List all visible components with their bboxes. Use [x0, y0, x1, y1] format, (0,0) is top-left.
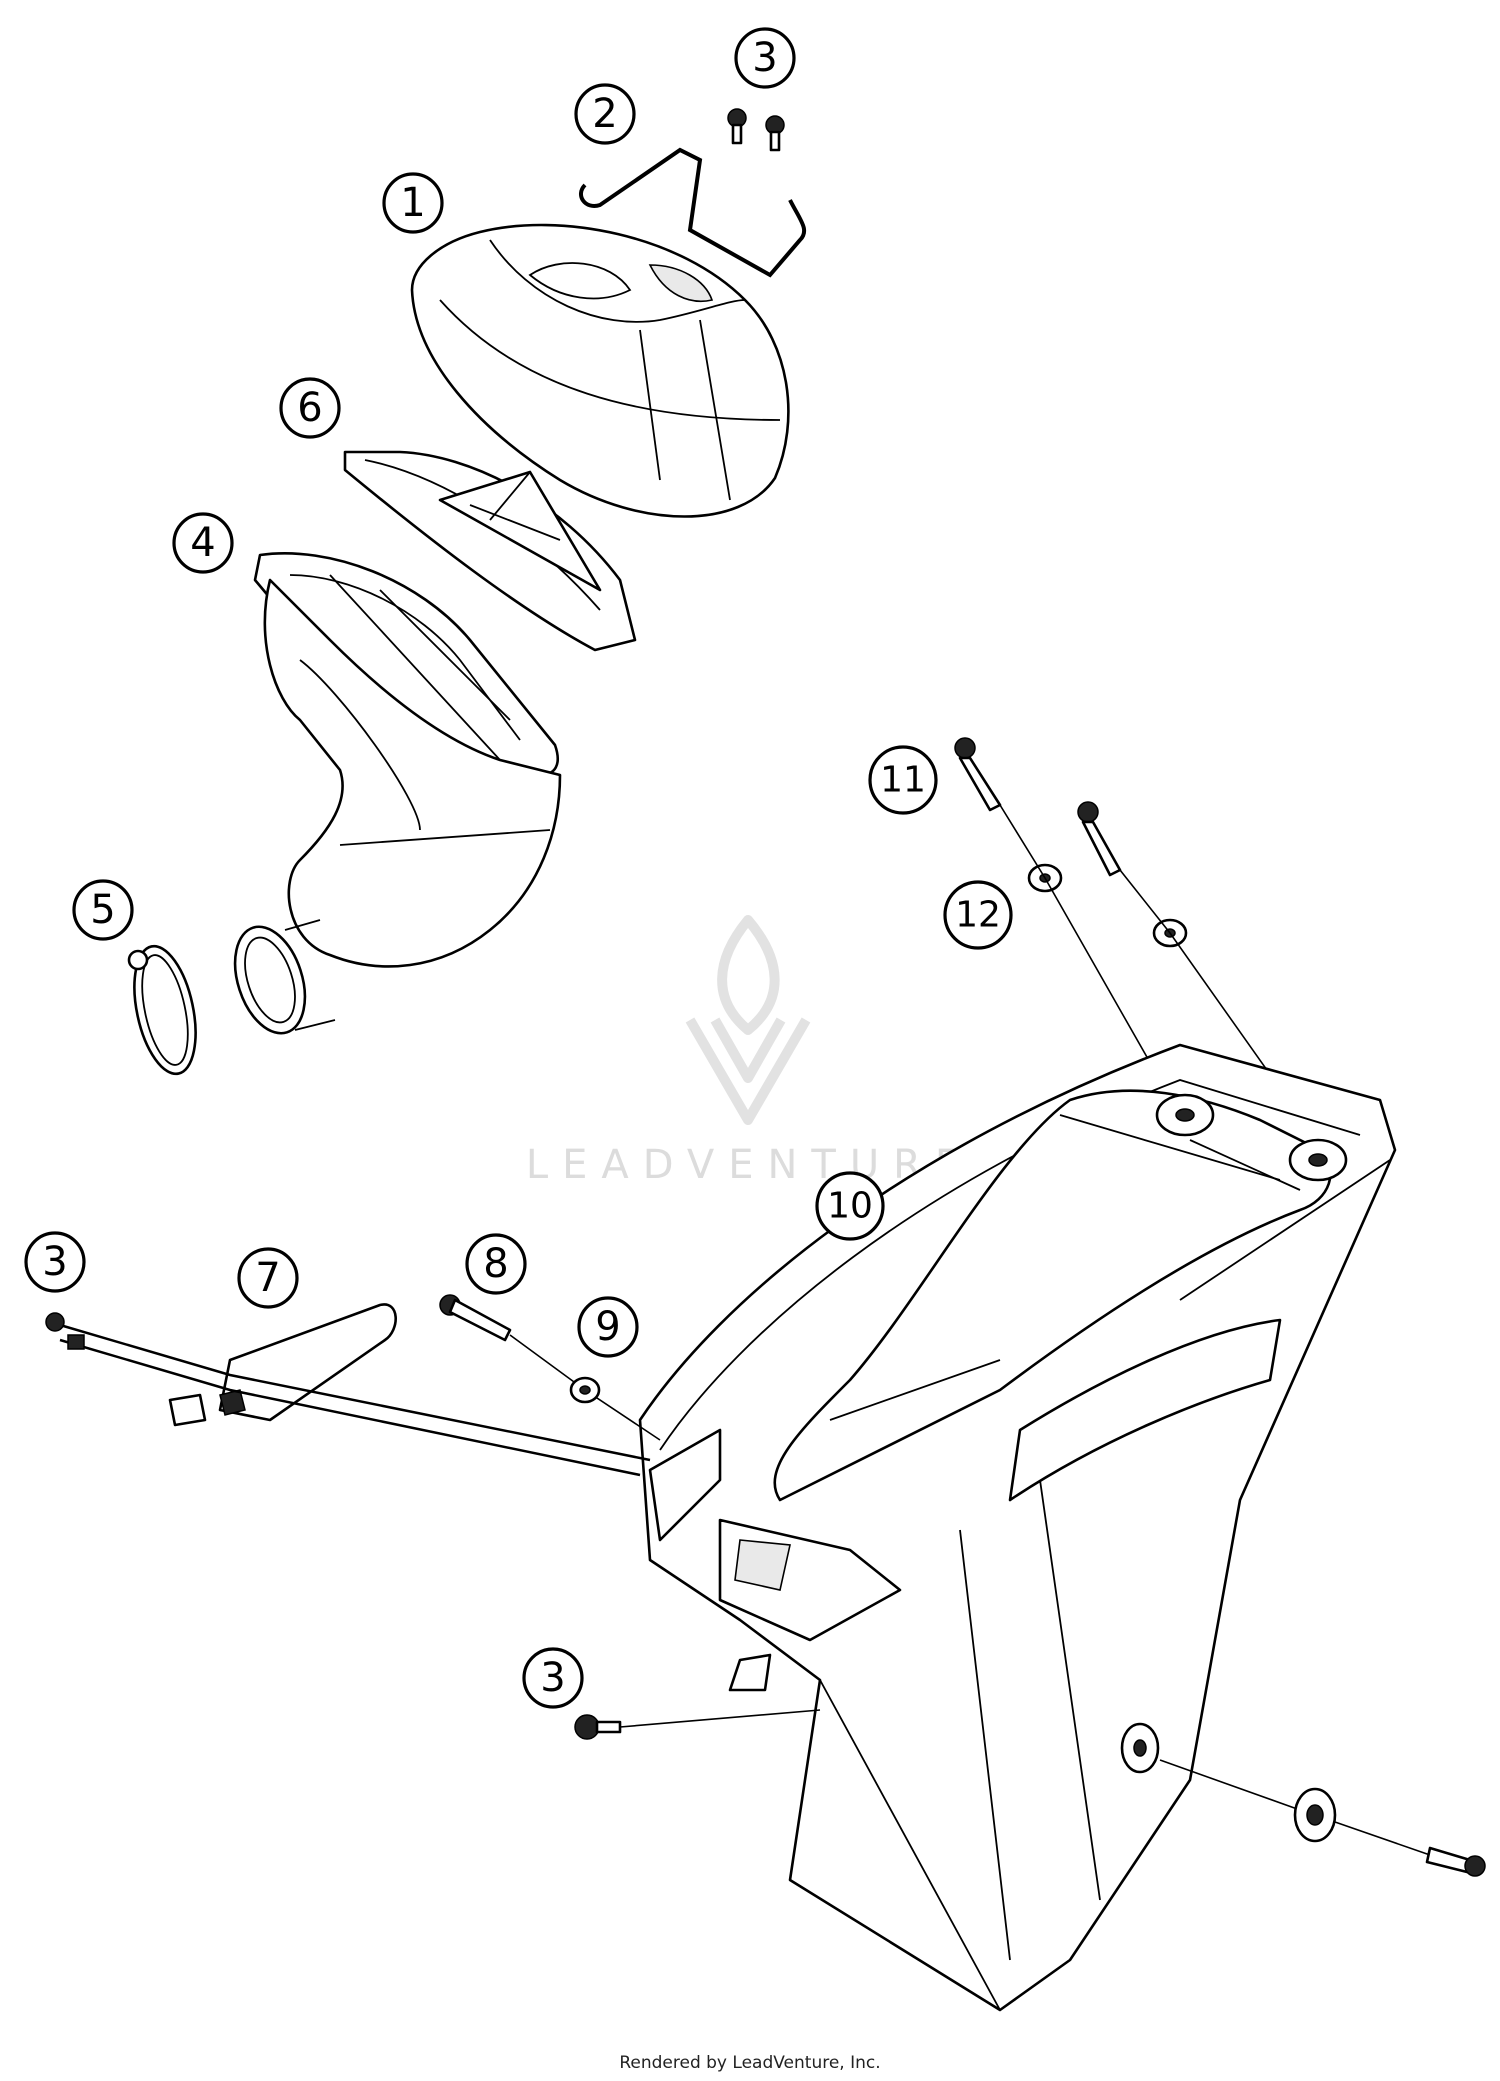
callout-label: 11: [880, 760, 926, 801]
callout-label: 2: [592, 91, 617, 137]
part-airbox-cover: [410, 223, 790, 518]
part-hose-clamp: [127, 944, 197, 1076]
callout-label: 3: [752, 35, 777, 81]
watermark: LEADVENTURE: [526, 915, 974, 1188]
callout-label: 9: [595, 1304, 620, 1350]
callout-label: 6: [297, 385, 322, 431]
callout-label: 3: [540, 1655, 565, 1701]
callout-1: 1: [382, 172, 444, 234]
callout-6: 6: [279, 377, 341, 439]
callout-label: 1: [400, 180, 425, 226]
part-screw-lower: [574, 1709, 821, 1740]
callout-5: 5: [72, 879, 134, 941]
callout-3-left: 3: [24, 1231, 86, 1293]
callout-9: 9: [577, 1296, 639, 1358]
callout-7: 7: [237, 1247, 299, 1309]
callout-label: 10: [827, 1186, 873, 1227]
part-air-filter: [253, 552, 562, 968]
callout-label: 8: [483, 1241, 508, 1287]
watermark-v-logo-icon: [685, 1017, 811, 1125]
callout-10: 10: [815, 1171, 885, 1241]
part-filter-cage: [343, 450, 637, 652]
part-screws-top: [727, 108, 785, 152]
part-bolt-grommet: [439, 1294, 661, 1441]
part-bolts-washers: [954, 737, 1321, 1146]
callout-label: 5: [90, 887, 115, 933]
callout-8: 8: [465, 1233, 527, 1295]
part-wire-clip: [579, 147, 807, 278]
footer-credit: Rendered by LeadVenture, Inc.: [619, 2053, 880, 2073]
callout-3-bottom: 3: [522, 1647, 584, 1709]
callout-3-top: 3: [734, 27, 796, 89]
watermark-flame-icon: [717, 915, 780, 1035]
watermark-text: LEADVENTURE: [526, 1142, 974, 1188]
callout-4: 4: [172, 512, 234, 574]
callout-label: 12: [955, 895, 1001, 936]
part-airbox-housing: [638, 1043, 1397, 2012]
part-side-bolt-grommet: [1159, 1759, 1486, 1877]
callout-12: 12: [943, 880, 1013, 950]
part-intake-boot: [233, 919, 336, 1035]
callout-11: 11: [868, 745, 938, 815]
callout-label: 7: [255, 1255, 280, 1301]
part-bracket: [45, 1303, 651, 1477]
callout-label: 4: [190, 520, 215, 566]
callout-2: 2: [574, 83, 636, 145]
callout-label: 3: [42, 1239, 67, 1285]
